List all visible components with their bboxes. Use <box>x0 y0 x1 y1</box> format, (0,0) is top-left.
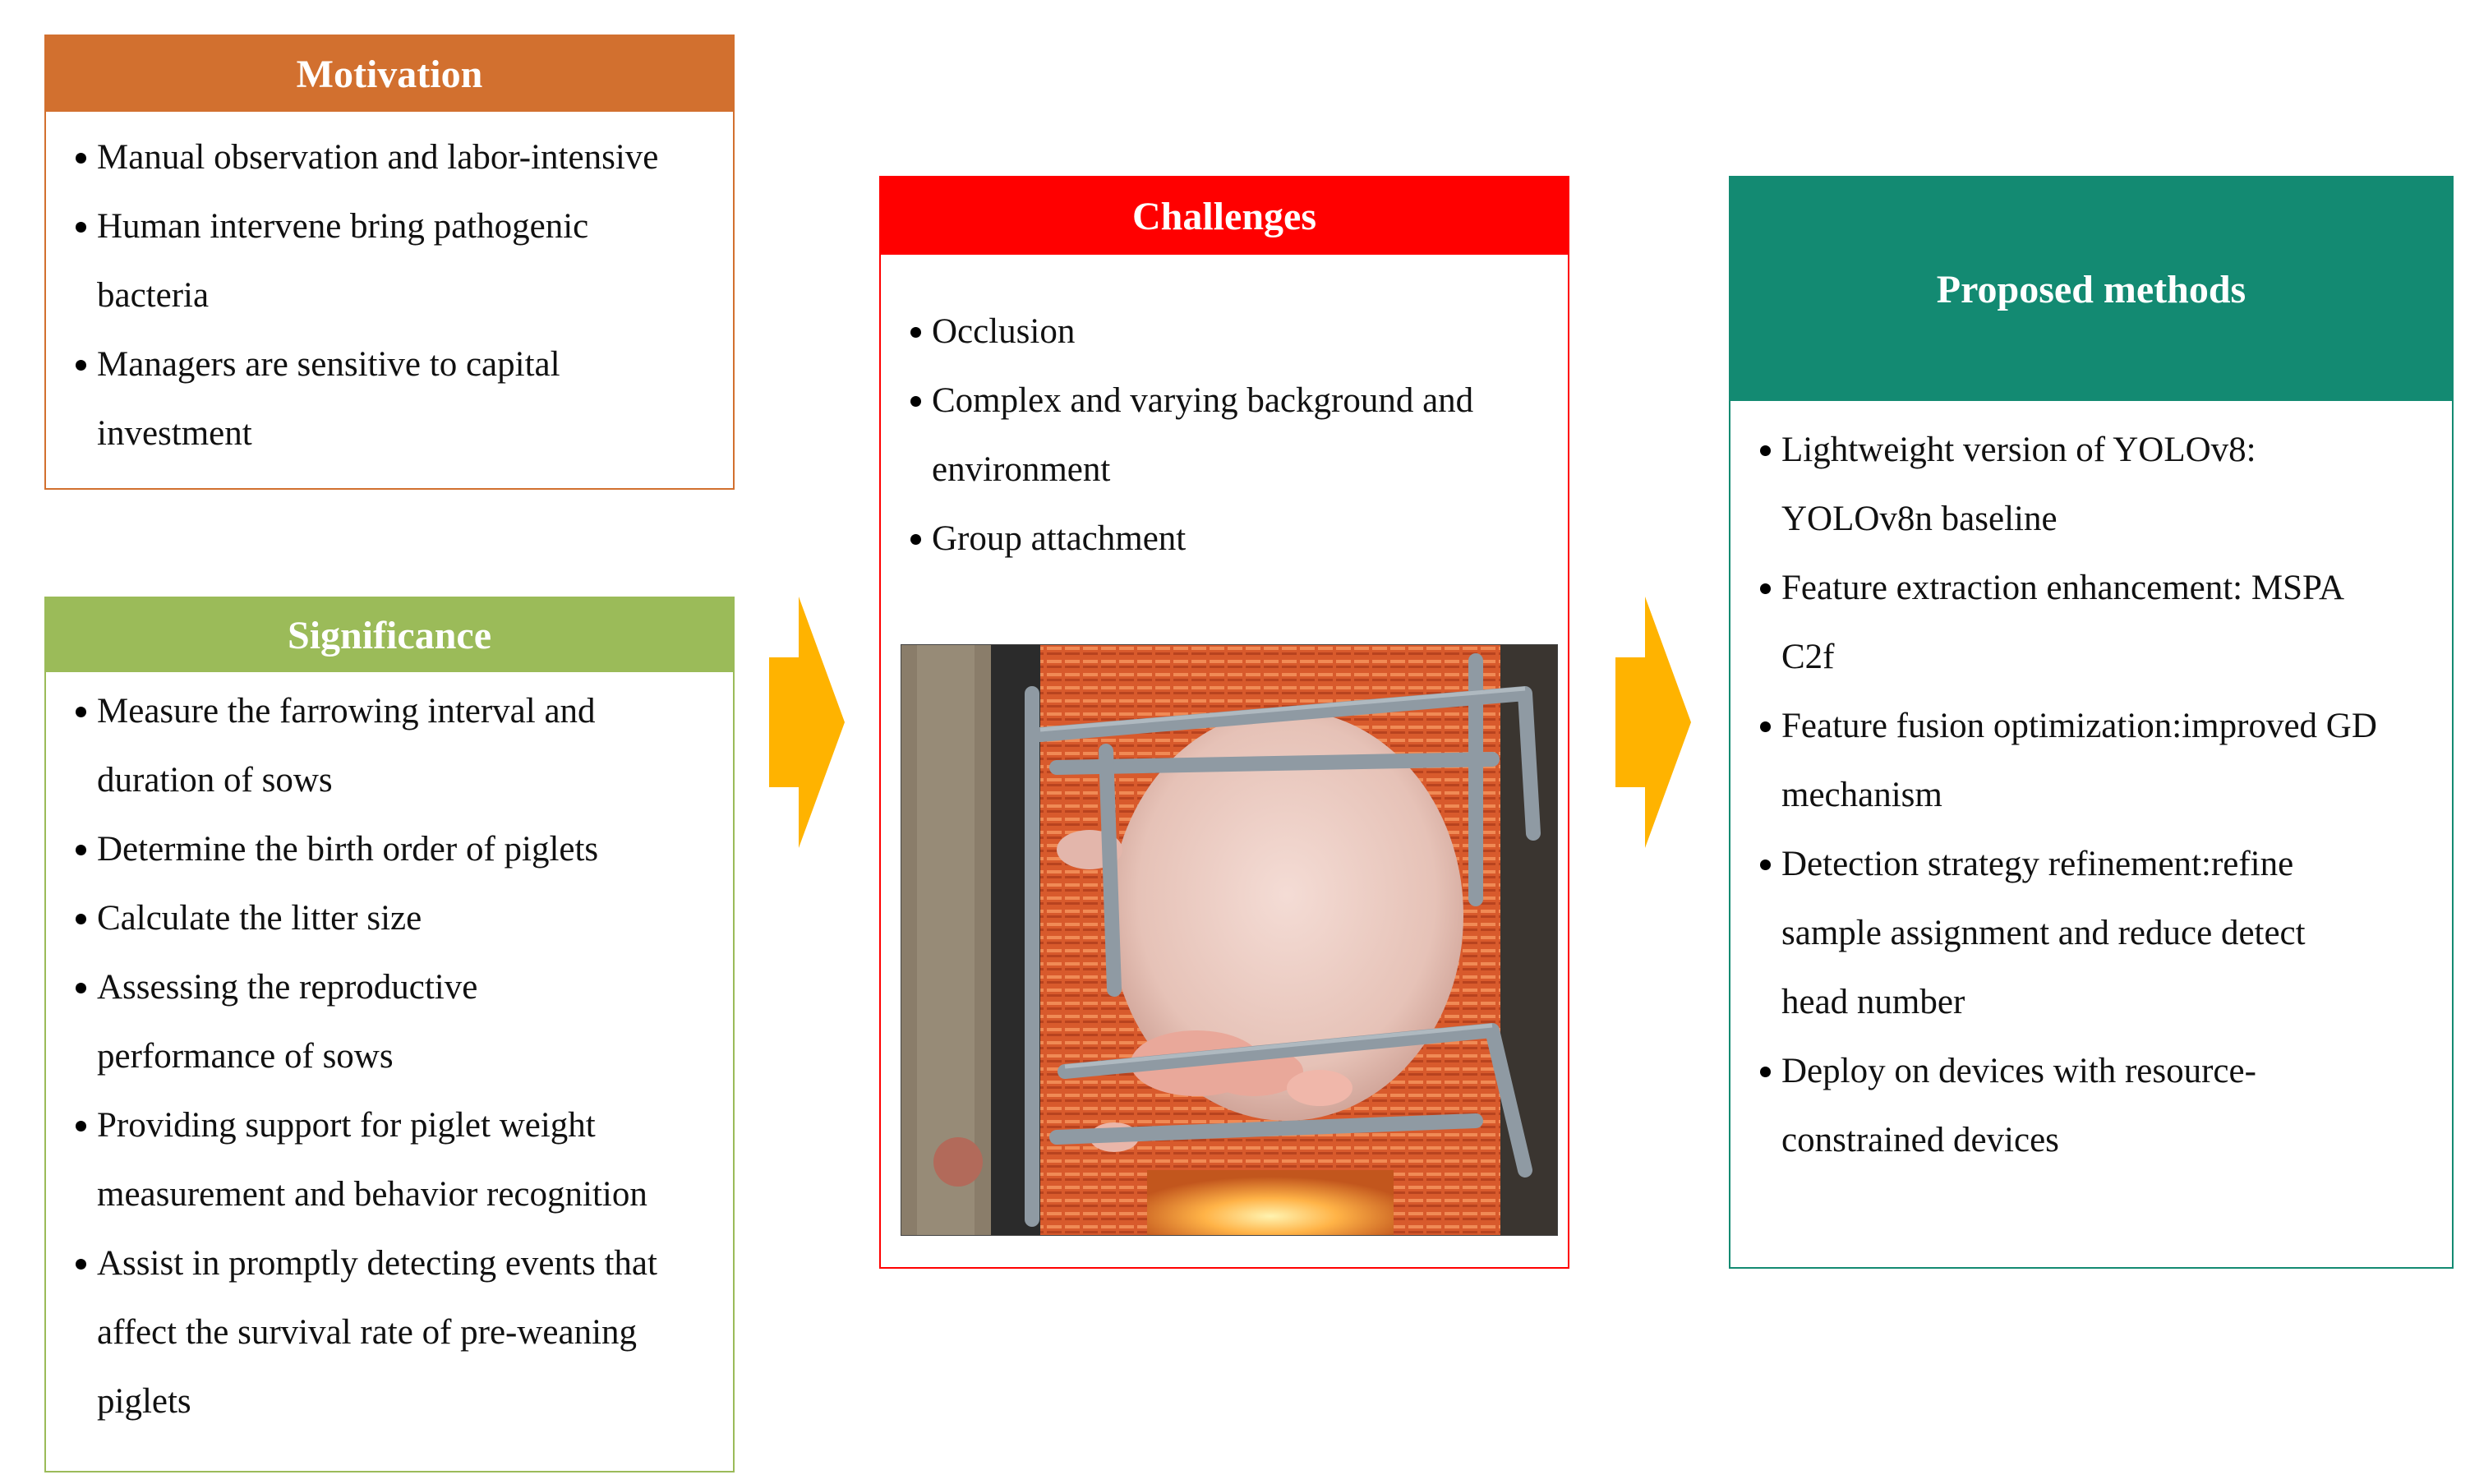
proposed-methods-header: Proposed methods <box>1730 177 2452 401</box>
list-item: Manual observation and labor-intensive <box>46 123 733 192</box>
list-item-text: Detection strategy refinement:refine <box>1781 845 2294 883</box>
list-item-text: Feature fusion optimization:improved GD <box>1781 707 2377 745</box>
significance-list: Measure the farrowing interval and durati… <box>46 677 733 1436</box>
list-item-text: Measure the farrowing interval and <box>97 692 596 730</box>
list-item: Assessing the reproductive performance of… <box>46 953 733 1091</box>
list-item-text: Manual observation and labor-intensive <box>97 138 659 177</box>
list-item: Managers are sensitive to capital investm… <box>46 330 733 468</box>
list-item-text: investment <box>97 414 252 453</box>
list-item-text: environment <box>932 450 1111 489</box>
list-item: Feature extraction enhancement: MSPA C2f <box>1730 554 2452 692</box>
list-item-text: YOLOv8n baseline <box>1781 500 2058 538</box>
list-item-text: Lightweight version of YOLOv8: <box>1781 431 2256 469</box>
list-item: Deploy on devices with resource-constrai… <box>1730 1037 2452 1175</box>
significance-box: Significance Measure the farrowing inter… <box>44 597 735 1472</box>
list-item-text: Determine the birth order of piglets <box>97 830 599 869</box>
list-item: Assist in promptly detecting events that… <box>46 1229 733 1436</box>
list-item: Determine the birth order of piglets <box>46 815 733 884</box>
list-item-text: Providing support for piglet weight <box>97 1106 596 1145</box>
list-item-text: Assist in promptly detecting events that <box>97 1244 657 1283</box>
list-item: Feature fusion optimization:improved GD m… <box>1730 692 2452 830</box>
list-item: Calculate the litter size <box>46 884 733 953</box>
challenges-header: Challenges <box>881 177 1568 255</box>
list-item-text: Feature extraction enhancement: MSPA <box>1781 569 2345 607</box>
list-item: Group attachment <box>881 505 1568 574</box>
list-item-text: bacteria <box>97 276 210 315</box>
list-item-text: affect the survival rate of pre-weaning <box>97 1313 638 1352</box>
list-item-text: C2f <box>1781 638 1835 676</box>
significance-header: Significance <box>46 598 733 672</box>
list-item-text: duration of sows <box>97 761 333 800</box>
sow-farrowing-pen-image <box>901 644 1558 1236</box>
list-item-text: Deploy on devices with resource- <box>1781 1052 2256 1090</box>
list-item: Lightweight version of YOLOv8: YOLOv8n ba… <box>1730 416 2452 554</box>
list-item-text: head number <box>1781 983 1965 1021</box>
list-item-text: mechanism <box>1781 776 1942 814</box>
list-item-text: constrained devices <box>1781 1121 2059 1159</box>
list-item-text: Managers are sensitive to capital <box>97 345 560 384</box>
list-item: Providing support for piglet weight measu… <box>46 1091 733 1229</box>
motivation-header: Motivation <box>46 36 733 112</box>
list-item-text: performance of sows <box>97 1037 394 1076</box>
arrow-right-icon <box>1615 597 1691 848</box>
list-item-text: Complex and varying background and <box>932 381 1474 420</box>
list-item-text: piglets <box>97 1382 191 1421</box>
list-item-text: sample assignment and reduce detect <box>1781 914 2306 952</box>
arrow-right-icon <box>769 597 845 848</box>
list-item: Detection strategy refinement:refine samp… <box>1730 830 2452 1037</box>
list-item: Measure the farrowing interval and durati… <box>46 677 733 815</box>
proposed-methods-box: Proposed methods Lightweight version of … <box>1729 176 2454 1269</box>
list-item-text: Assessing the reproductive <box>97 968 478 1007</box>
list-item-text: Occlusion <box>932 312 1076 351</box>
list-item-text: Human intervene bring pathogenic <box>97 207 589 246</box>
list-item-text: Calculate the litter size <box>97 899 422 938</box>
list-item-text: Group attachment <box>932 519 1187 558</box>
proposed-methods-list: Lightweight version of YOLOv8: YOLOv8n ba… <box>1730 416 2452 1175</box>
list-item: Occlusion <box>881 297 1568 366</box>
motivation-box: Motivation Manual observation and labor-… <box>44 35 735 490</box>
list-item: Human intervene bring pathogenic bacteria <box>46 192 733 330</box>
list-item-text: measurement and behavior recognition <box>97 1175 647 1214</box>
list-item: Complex and varying background and enviro… <box>881 366 1568 505</box>
